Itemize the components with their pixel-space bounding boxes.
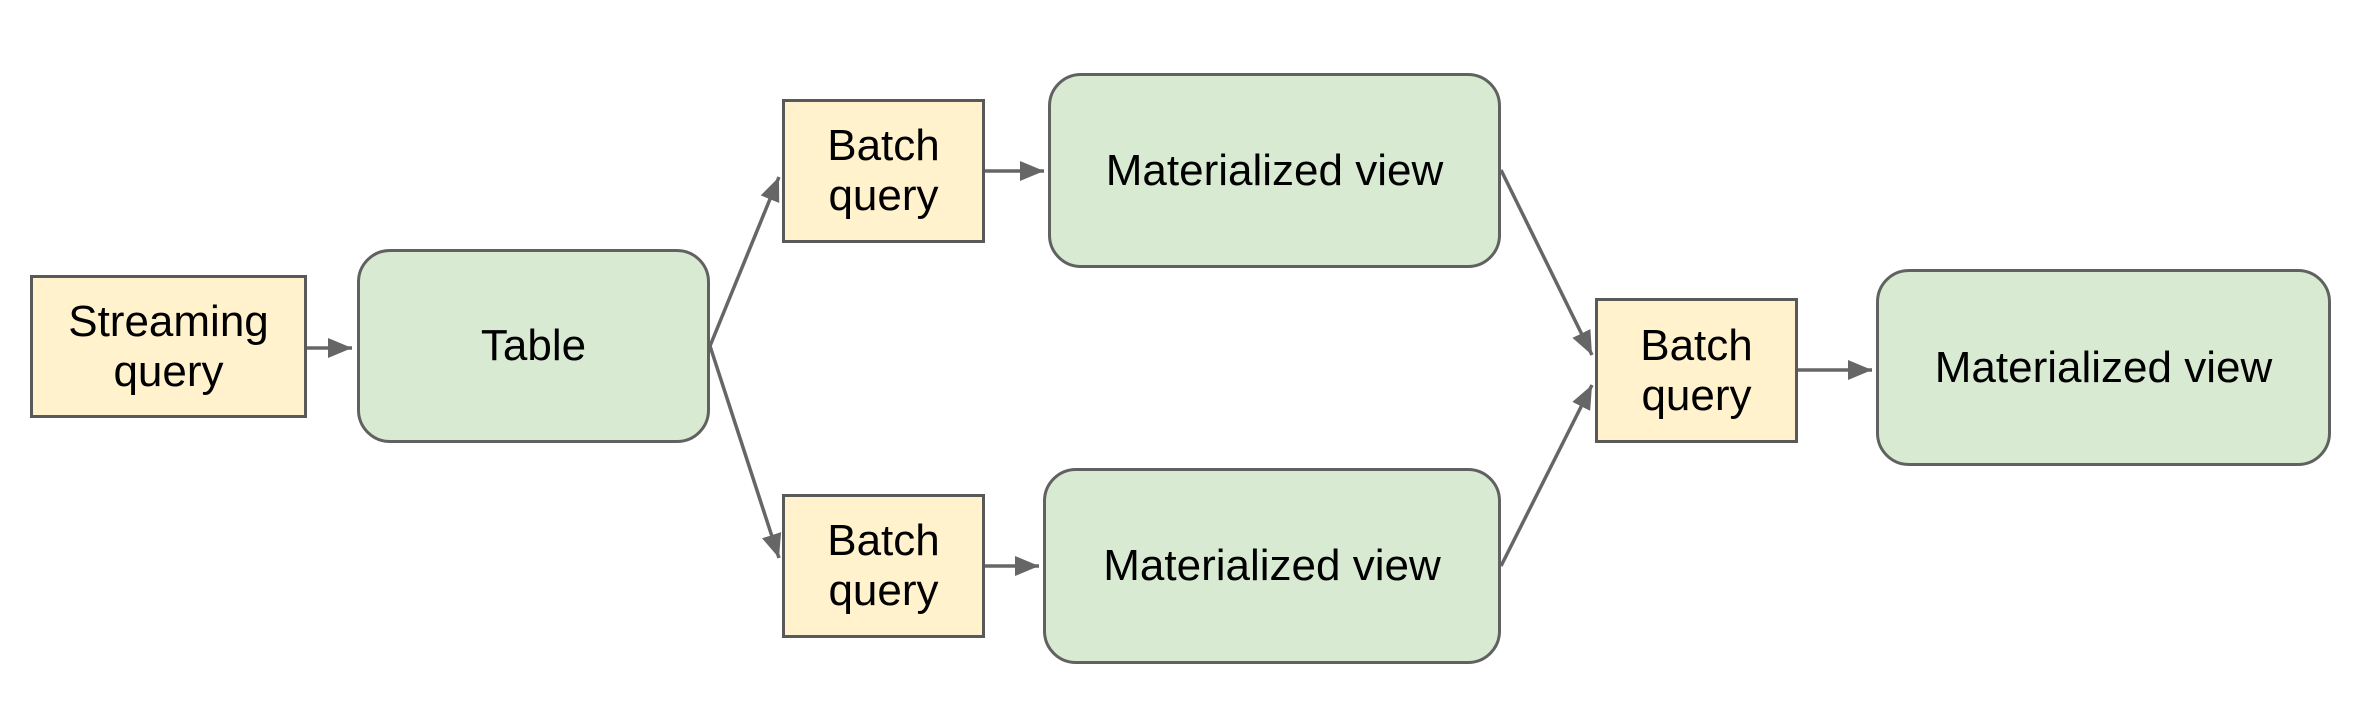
connector-table-to-batch-query-top [708,176,781,347]
node-materialized-view-top: Materialized view [1048,73,1501,268]
connector-materialized-view-bottom-to-batch-query-right [1499,384,1594,567]
node-materialized-view-bottom: Materialized view [1043,468,1501,664]
node-batch-query-top: Batch query [782,99,985,243]
node-materialized-view-final: Materialized view [1876,269,2331,466]
connector-table-to-batch-query-bottom [708,345,782,559]
node-batch-query-right: Batch query [1595,298,1798,443]
node-batch-query-bottom: Batch query [782,494,985,638]
connector-materialized-view-top-to-batch-query-right [1499,169,1594,356]
node-table: Table [357,249,710,443]
node-streaming-query: Streaming query [30,275,307,418]
